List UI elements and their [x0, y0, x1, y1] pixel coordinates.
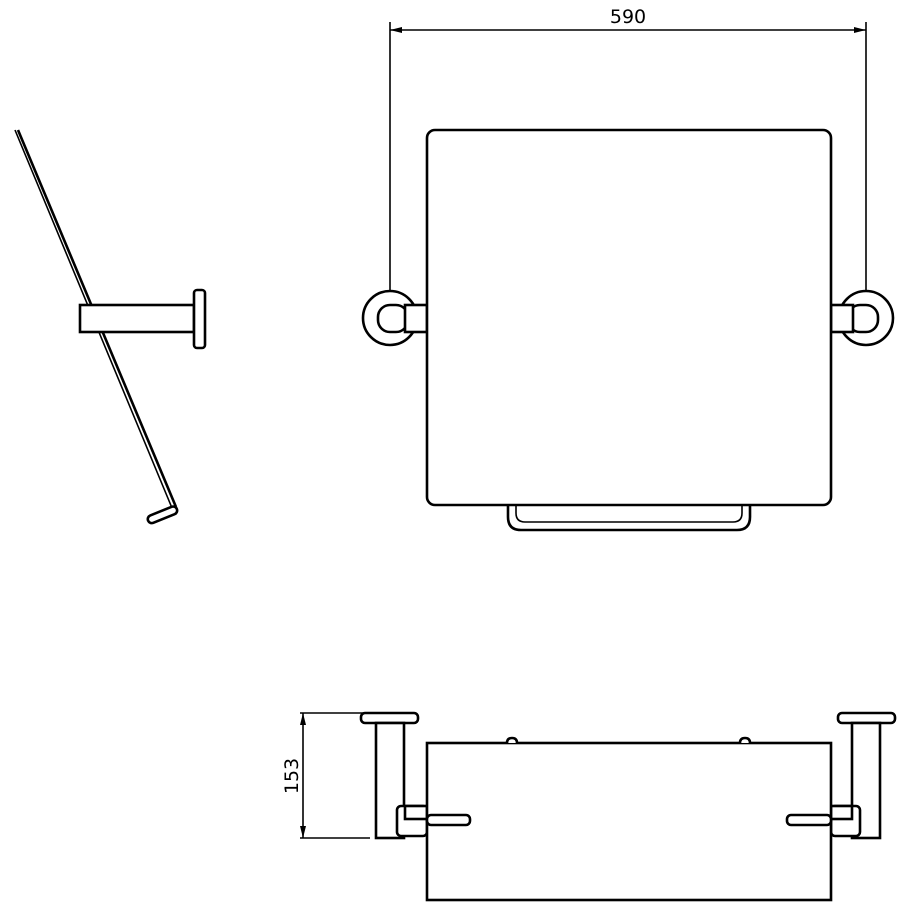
left-rosette-inner: [376, 303, 410, 334]
left-hinge-inner: [403, 804, 429, 821]
left-wall-flange: [359, 711, 420, 725]
side-wall-flange: [192, 288, 207, 350]
seat-bump: [505, 736, 519, 744]
depth-dimension-label: 153: [281, 758, 303, 794]
side-bracket-arm: [78, 303, 196, 334]
front-view: 590: [361, 6, 895, 532]
width-dimension-label: 590: [610, 6, 646, 28]
left-bracket: [403, 303, 429, 334]
right-hinge-pin: [785, 813, 833, 827]
right-bracket: [829, 303, 855, 334]
plan-view: 153: [281, 711, 897, 902]
seat-bump: [738, 736, 752, 744]
right-wall-flange: [836, 711, 897, 725]
seat-handle-inner: [515, 505, 743, 523]
side-foot: [146, 505, 179, 525]
seat-panel: [425, 128, 833, 507]
right-hinge-inner: [829, 804, 854, 821]
side-view: [14, 129, 207, 525]
seat-plan-outline: [425, 741, 833, 902]
left-hinge-pin: [425, 813, 472, 827]
seat-handle: [506, 505, 752, 532]
